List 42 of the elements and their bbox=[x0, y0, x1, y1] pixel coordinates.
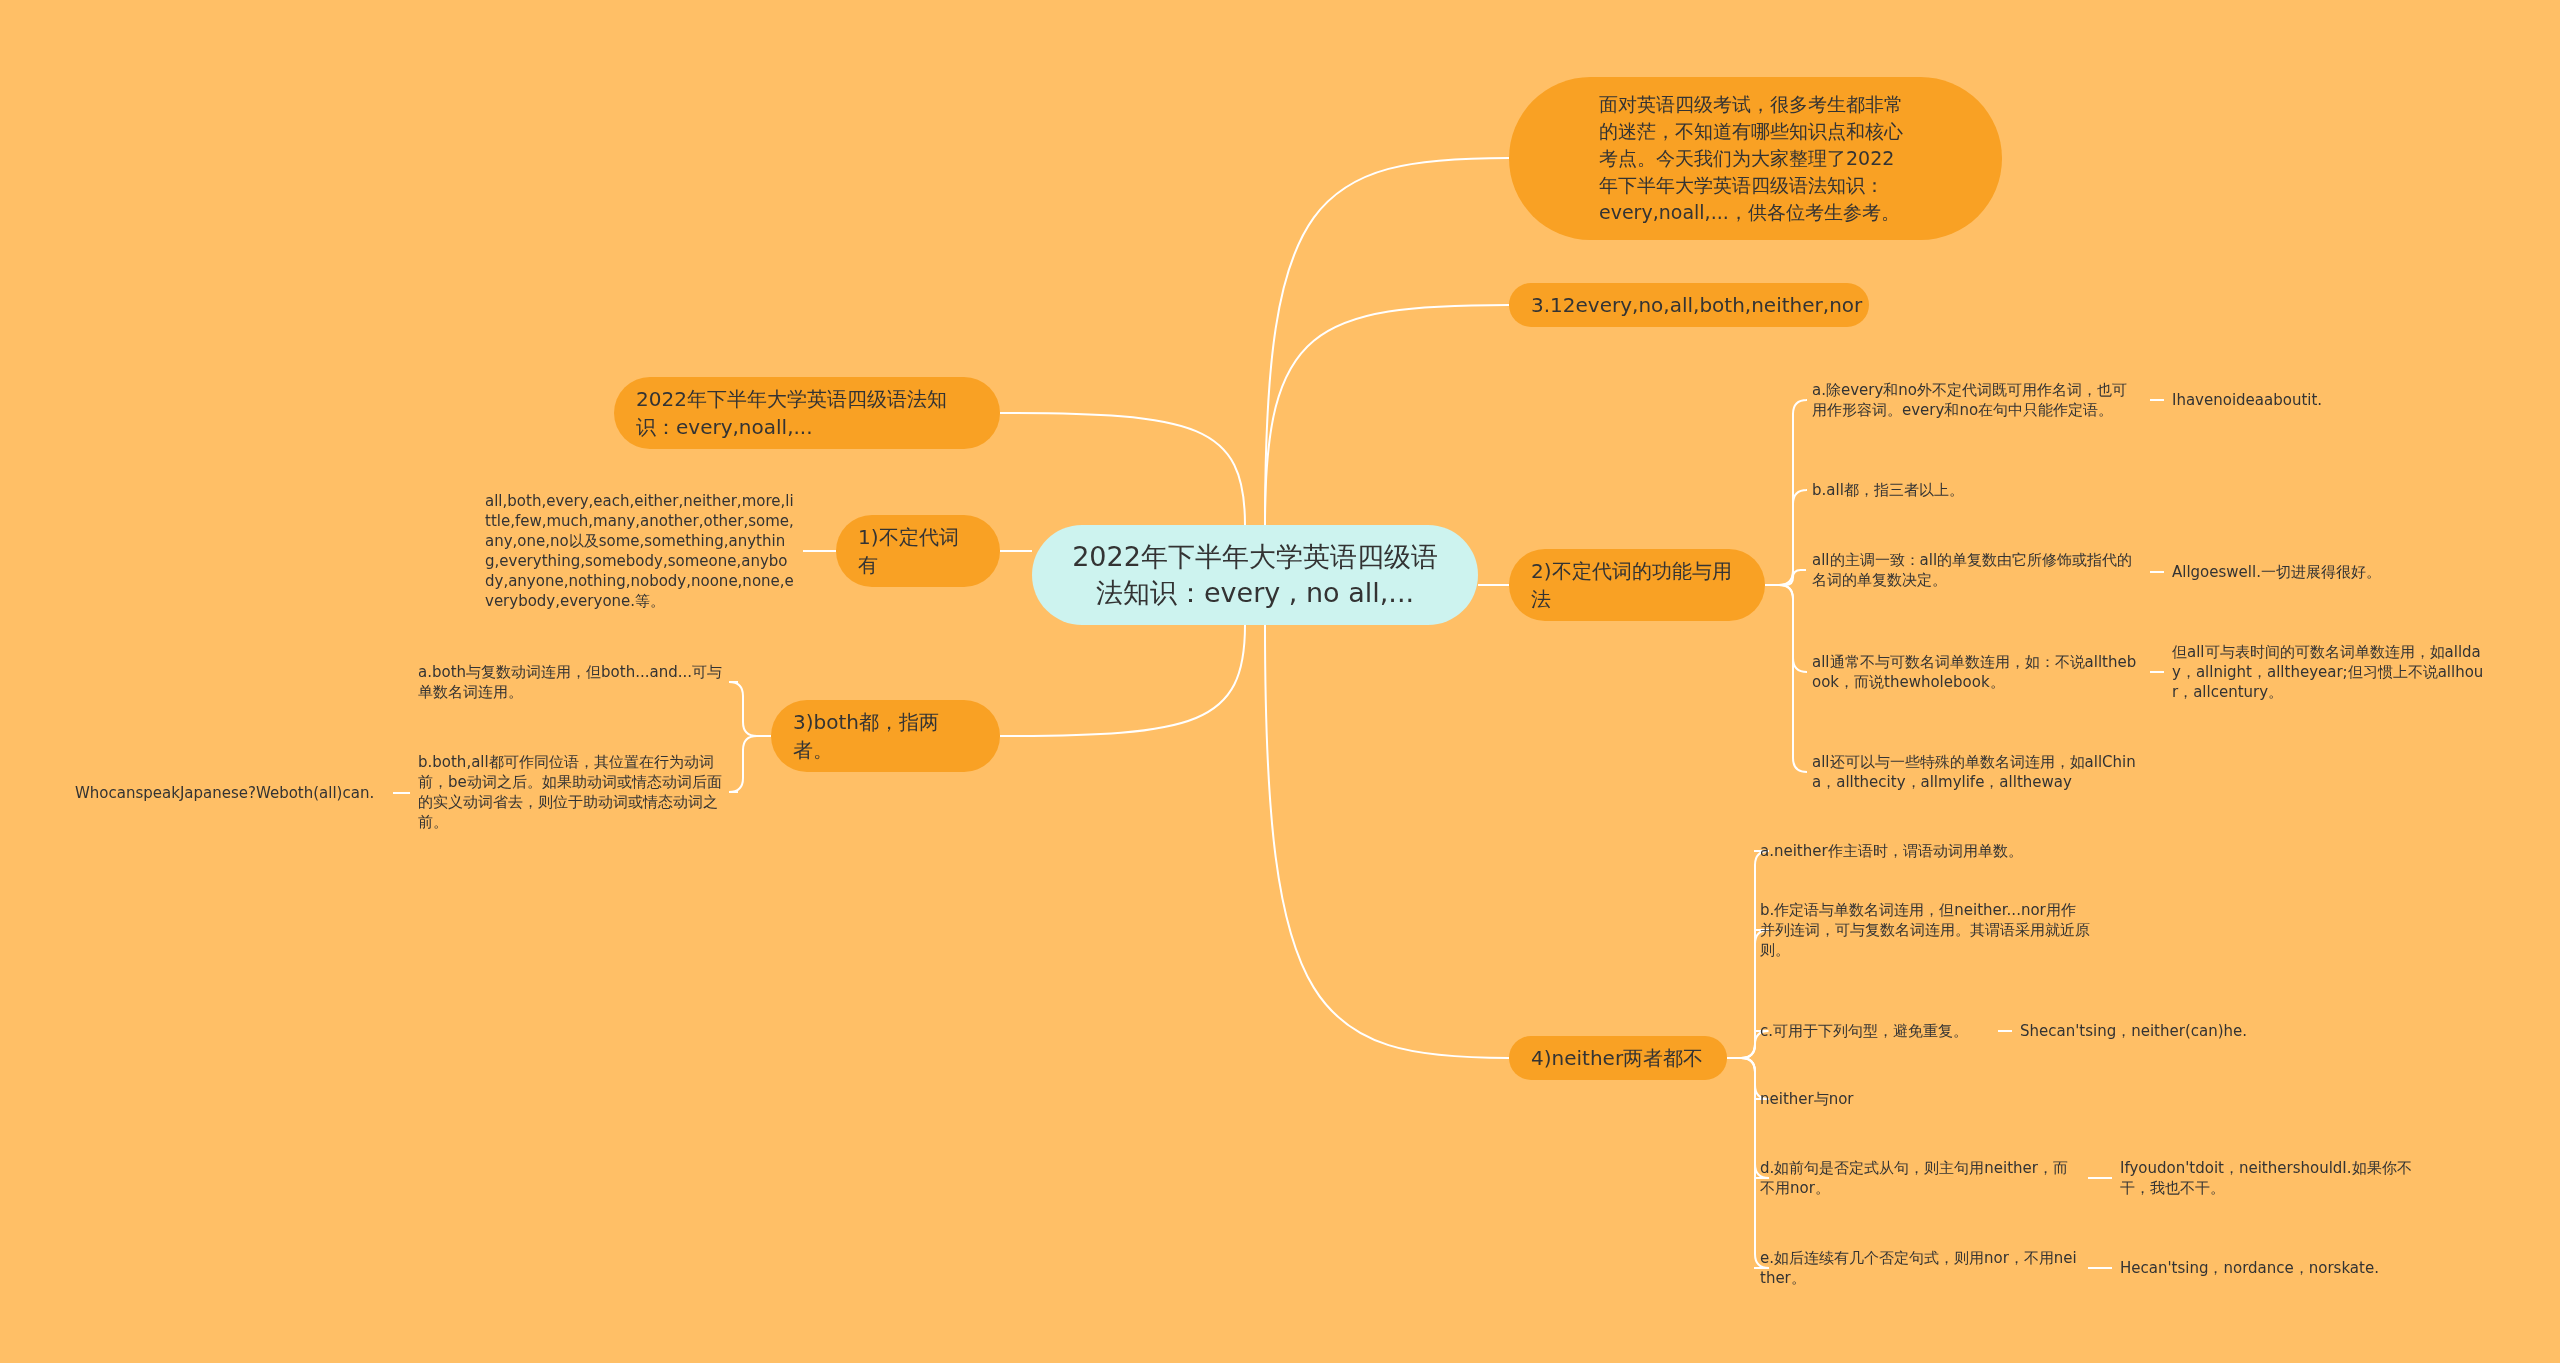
connector-line bbox=[1264, 624, 1510, 1059]
connector-line bbox=[1997, 1030, 2013, 1032]
connector-line bbox=[2149, 671, 2165, 673]
connector-line bbox=[999, 550, 1033, 552]
note-text: d.如前句是否定式从句，则主句用neither，而不用nor。 bbox=[1760, 1158, 2080, 1198]
note-text: a.除every和no外不定代词既可用作名词，也可用作形容词。every和no在句中只能作定语。 bbox=[1812, 380, 2142, 420]
connector-line bbox=[392, 792, 411, 794]
note-text: a.both与复数动词连用，但both...and...可与单数名词连用。 bbox=[418, 662, 732, 702]
topic-pill: 4)neither两者都不 bbox=[1509, 1036, 1727, 1080]
topic-pill: 2022年下半年大学英语四级语法知识：every,noall,... bbox=[614, 377, 1000, 449]
note-text: Ihavenoideaaboutit. bbox=[2172, 390, 2432, 410]
note-text: Hecan'tsing，nordance，norskate. bbox=[2120, 1258, 2420, 1278]
connector-line bbox=[2149, 399, 2165, 401]
connector-line bbox=[1477, 584, 1510, 586]
note-text: a.neither作主语时，谓语动词用单数。 bbox=[1760, 841, 2090, 861]
topic-pill: 2)不定代词的功能与用法 bbox=[1509, 549, 1765, 621]
note-text: e.如后连续有几个否定句式，则用nor，不用neither。 bbox=[1760, 1248, 2080, 1288]
topic-pill: 3.12every,no,all,both,neither,nor bbox=[1509, 283, 1869, 327]
note-text: Shecan'tsing，neither(can)he. bbox=[2020, 1021, 2310, 1041]
note-text: neither与nor bbox=[1760, 1089, 1960, 1109]
note-text: WhocanspeakJapanese?Weboth(all)can. bbox=[75, 783, 385, 803]
note-text: 但all可与表时间的可数名词单数连用，如allday，allnight，alltheyear;但习惯上不说allhour，allcentury。 bbox=[2172, 642, 2492, 702]
connector-line bbox=[2149, 571, 2165, 573]
connector-line bbox=[1764, 584, 1808, 773]
connector-line bbox=[999, 412, 1246, 526]
note-text: b.all都，指三者以上。 bbox=[1812, 480, 2142, 500]
connector-line bbox=[2087, 1177, 2113, 1179]
note-text: all,both,every,each,either,neither,more,little,few,much,many,another,other,some,any,one,no以及some,something,anything,everything,somebody,someone,anybody,anyone,nothing,nobody,noone,none,everybody,everyone.等。 bbox=[485, 491, 797, 611]
central-topic: 2022年下半年大学英语四级语法知识：every , no all,... bbox=[1032, 525, 1478, 625]
note-text: Allgoeswell.一切进展得很好。 bbox=[2172, 562, 2472, 582]
connector-line bbox=[2087, 1267, 2113, 1269]
note-text: all通常不与可数名词单数连用，如：不说allthebook，而说thewholebook。 bbox=[1812, 652, 2142, 692]
note-text: b.作定语与单数名词连用，但neither...nor用作并列连词，可与复数名词连用。其谓语采用就近原则。 bbox=[1760, 900, 2090, 960]
note-text: all还可以与一些特殊的单数名词连用，如allChina，allthecity，allmylife，alltheway bbox=[1812, 752, 2142, 792]
connector-line bbox=[999, 624, 1246, 737]
connector-line bbox=[802, 550, 837, 552]
note-text: b.both,all都可作同位语，其位置在行为动词前，be动词之后。如果助动词或情态动词后面的实义动词省去，则位于助动词或情态动词之前。 bbox=[418, 752, 732, 832]
intro-bubble: 面对英语四级考试，很多考生都非常的迷茫，不知道有哪些知识点和核心考点。今天我们为大家整理了2022年下半年大学英语四级语法知识：every,noall,...，供各位考生参考。 bbox=[1509, 76, 2002, 240]
topic-pill: 1)不定代词有 bbox=[836, 515, 1000, 587]
note-text: Ifyoudon'tdoit，neithershouldI.如果你不干，我也不干。 bbox=[2120, 1158, 2440, 1198]
topic-pill: 3)both都，指两者。 bbox=[771, 700, 1000, 772]
note-text: all的主调一致：all的单复数由它所修饰或指代的名词的单复数决定。 bbox=[1812, 550, 2142, 590]
